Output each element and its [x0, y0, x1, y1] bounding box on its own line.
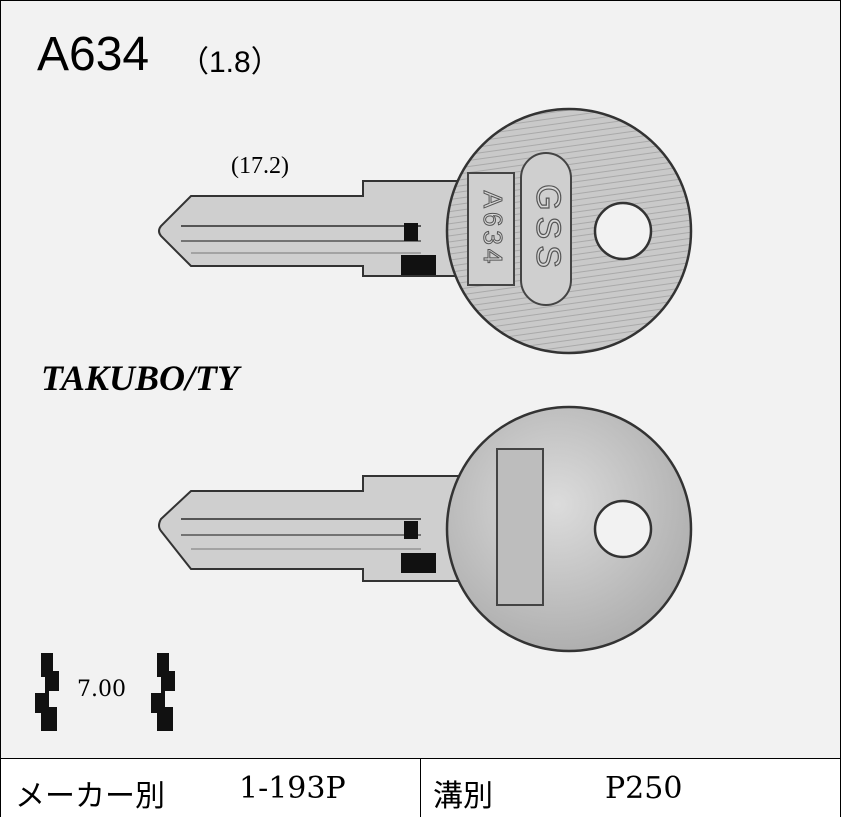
- footer-divider: [420, 759, 421, 817]
- maker-value: 1-193P: [239, 771, 346, 806]
- blade-length-value: (17.2): [231, 153, 289, 179]
- key-front-code-text: A634: [478, 191, 508, 268]
- brand-name: TAKUBO/TY: [41, 358, 240, 398]
- width-profile-left-icon: [35, 653, 59, 731]
- width-profile-right-icon: [151, 653, 175, 731]
- key-front-code-plate: [467, 172, 515, 286]
- key-back-plate: [496, 448, 544, 606]
- model-number: A634: [37, 28, 150, 81]
- key-back-notch-1: [404, 521, 418, 539]
- groove-value: P250: [605, 771, 683, 806]
- footer-table: メーカー別 1-193P 溝別 P250: [1, 758, 840, 817]
- key-front-logo-plate: [520, 152, 572, 306]
- key-back: [158, 405, 693, 653]
- key-width-value: 7.00: [77, 677, 126, 702]
- key-back-hole: [593, 499, 653, 559]
- maker-label: メーカー別: [15, 779, 165, 814]
- thickness-value: （1.8）: [179, 46, 281, 79]
- groove-label: 溝別: [433, 779, 493, 814]
- key-front-notch-1: [404, 223, 418, 241]
- key-front-notch-2: [401, 255, 436, 275]
- key-front-logo-text: GSS: [529, 184, 567, 274]
- key-front: GSS A634: [158, 107, 693, 355]
- key-front-hole: [593, 201, 653, 261]
- key-drawings: GSS A634: [35, 107, 693, 731]
- key-back-notch-2: [401, 553, 436, 573]
- key-back-bow: [445, 405, 693, 653]
